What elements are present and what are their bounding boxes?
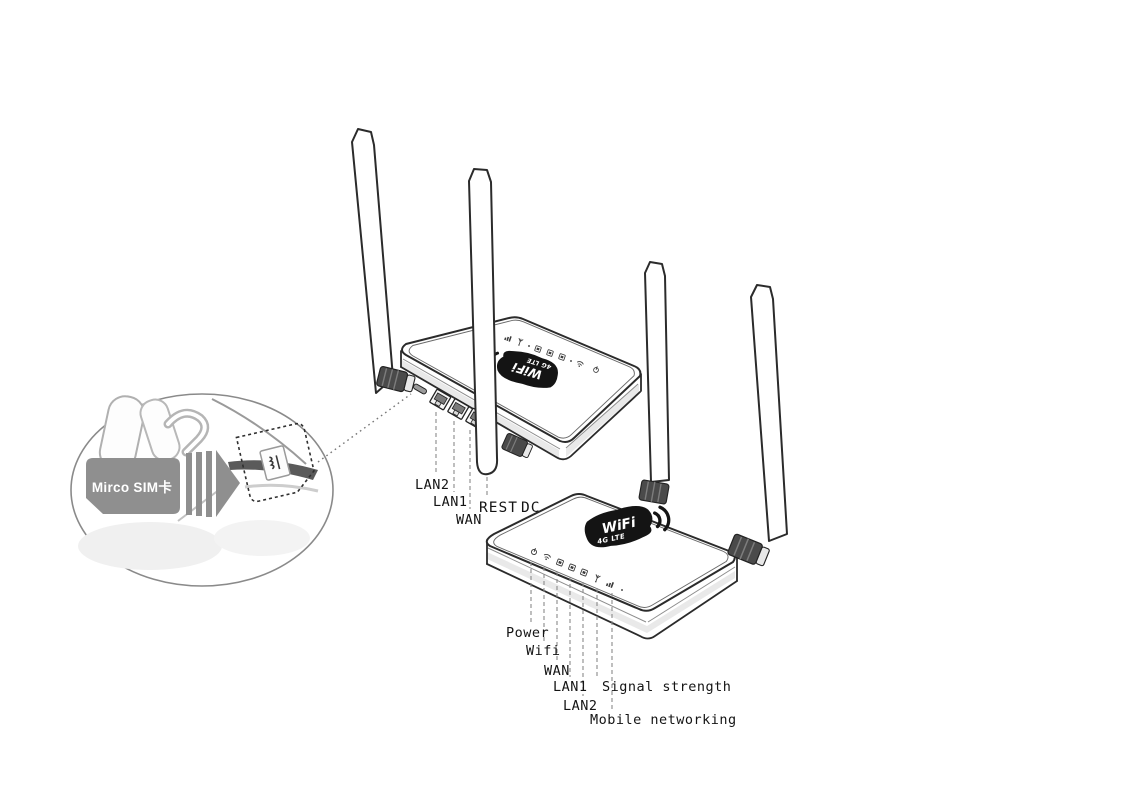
mobile-led-label: Mobile networking	[590, 712, 737, 728]
inset-shading	[214, 520, 310, 556]
power-led-label: Power	[506, 625, 549, 641]
lan1-port-label: LAN1	[433, 494, 468, 510]
wifi-logo-front: WiFi 4G LTE	[579, 497, 674, 554]
antenna-connector	[501, 433, 533, 459]
mini-sim-card	[259, 445, 291, 481]
sim-card-label: Mirco SIM卡	[92, 479, 172, 495]
inset-shading	[78, 522, 222, 570]
lan2-port	[429, 388, 452, 411]
inset-device-parts	[98, 395, 319, 522]
antenna-hinge	[727, 533, 770, 567]
dc-jack-label: DC	[521, 500, 540, 516]
router-front-top-face	[485, 493, 736, 612]
lan2-port-label: LAN2	[415, 477, 450, 493]
logo-text: WiFi	[600, 515, 637, 538]
antenna-hinge	[638, 479, 670, 505]
sim-slot	[413, 383, 427, 395]
arrow-right-icon	[216, 450, 240, 517]
wifi-led-label: Wifi	[526, 643, 561, 659]
sim-card-arrow: Mirco SIM卡	[86, 450, 240, 517]
wan-port-label: WAN	[456, 512, 482, 528]
antenna-hinge	[376, 365, 416, 393]
lan1-port	[447, 398, 470, 420]
rest-button-label: REST	[479, 500, 518, 516]
router-back-view: WiFi 4G LTE LAN2 LAN1 WAN REST DC	[351, 128, 642, 528]
lan1-led-label: LAN1	[553, 679, 588, 695]
wan-led-label: WAN	[544, 663, 570, 679]
signal-led-label: Signal strength	[602, 679, 731, 695]
router-back-bottom-edge	[400, 366, 641, 461]
antenna-blade	[750, 284, 788, 542]
antenna-blade	[351, 128, 394, 394]
lan2-led-label: LAN2	[563, 698, 598, 714]
router-front-bottom-edge	[486, 563, 738, 640]
antenna-blade	[468, 168, 499, 476]
sim-slot-dashed-outline	[235, 422, 315, 503]
antenna-blade	[644, 261, 670, 483]
router-front-view: WiFi 4G LTE Pow	[485, 261, 788, 728]
inset-connector-line	[317, 393, 412, 463]
sim-inset: Mirco SIM卡	[70, 393, 412, 587]
wifi-logo-back: WiFi 4G LTE	[478, 339, 564, 396]
